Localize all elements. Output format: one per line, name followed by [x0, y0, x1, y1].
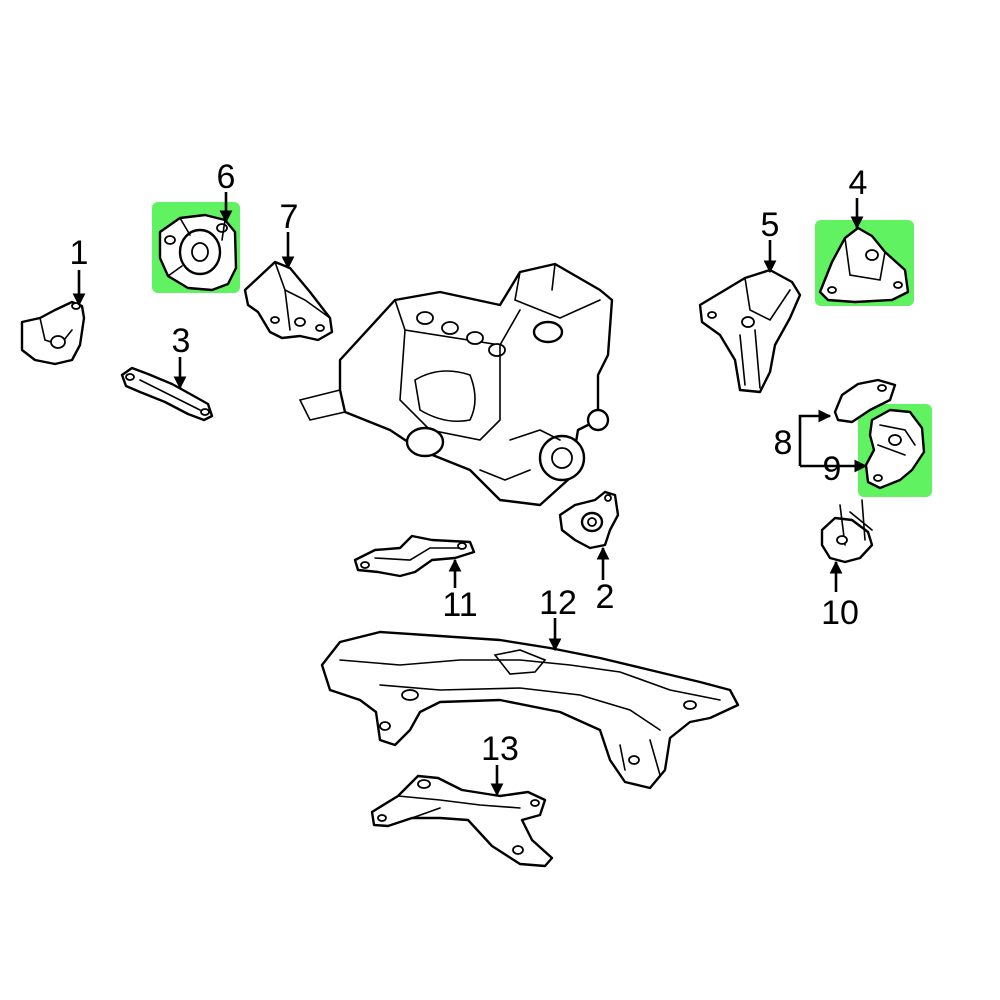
part-6-drawing [158, 213, 238, 292]
part-7-drawing [243, 260, 334, 342]
part-3-drawing [120, 366, 214, 422]
label-part-7: 7 [280, 198, 299, 236]
label-part-4: 4 [849, 164, 868, 202]
part-13-drawing [370, 774, 554, 868]
part-8-drawing [833, 378, 897, 424]
part-4-drawing [818, 226, 910, 304]
label-part-8: 8 [774, 424, 793, 462]
label-part-13: 13 [481, 730, 519, 768]
label-part-1: 1 [70, 234, 89, 272]
engine-block-drawing [298, 262, 614, 507]
part-10-drawing [820, 499, 874, 564]
part-9-drawing [864, 408, 926, 490]
label-part-5: 5 [761, 206, 780, 244]
label-part-3: 3 [172, 322, 191, 360]
part-2-drawing [558, 490, 620, 550]
label-part-10: 10 [821, 594, 859, 632]
label-part-2: 2 [596, 578, 615, 616]
part-11-drawing [353, 534, 476, 578]
part-5-drawing [698, 268, 802, 394]
part-1-drawing [20, 300, 86, 366]
part-12-drawing [320, 630, 740, 790]
label-part-9: 9 [823, 450, 842, 488]
label-part-6: 6 [217, 158, 236, 196]
label-part-11: 11 [442, 586, 477, 624]
label-part-12: 12 [539, 584, 577, 622]
